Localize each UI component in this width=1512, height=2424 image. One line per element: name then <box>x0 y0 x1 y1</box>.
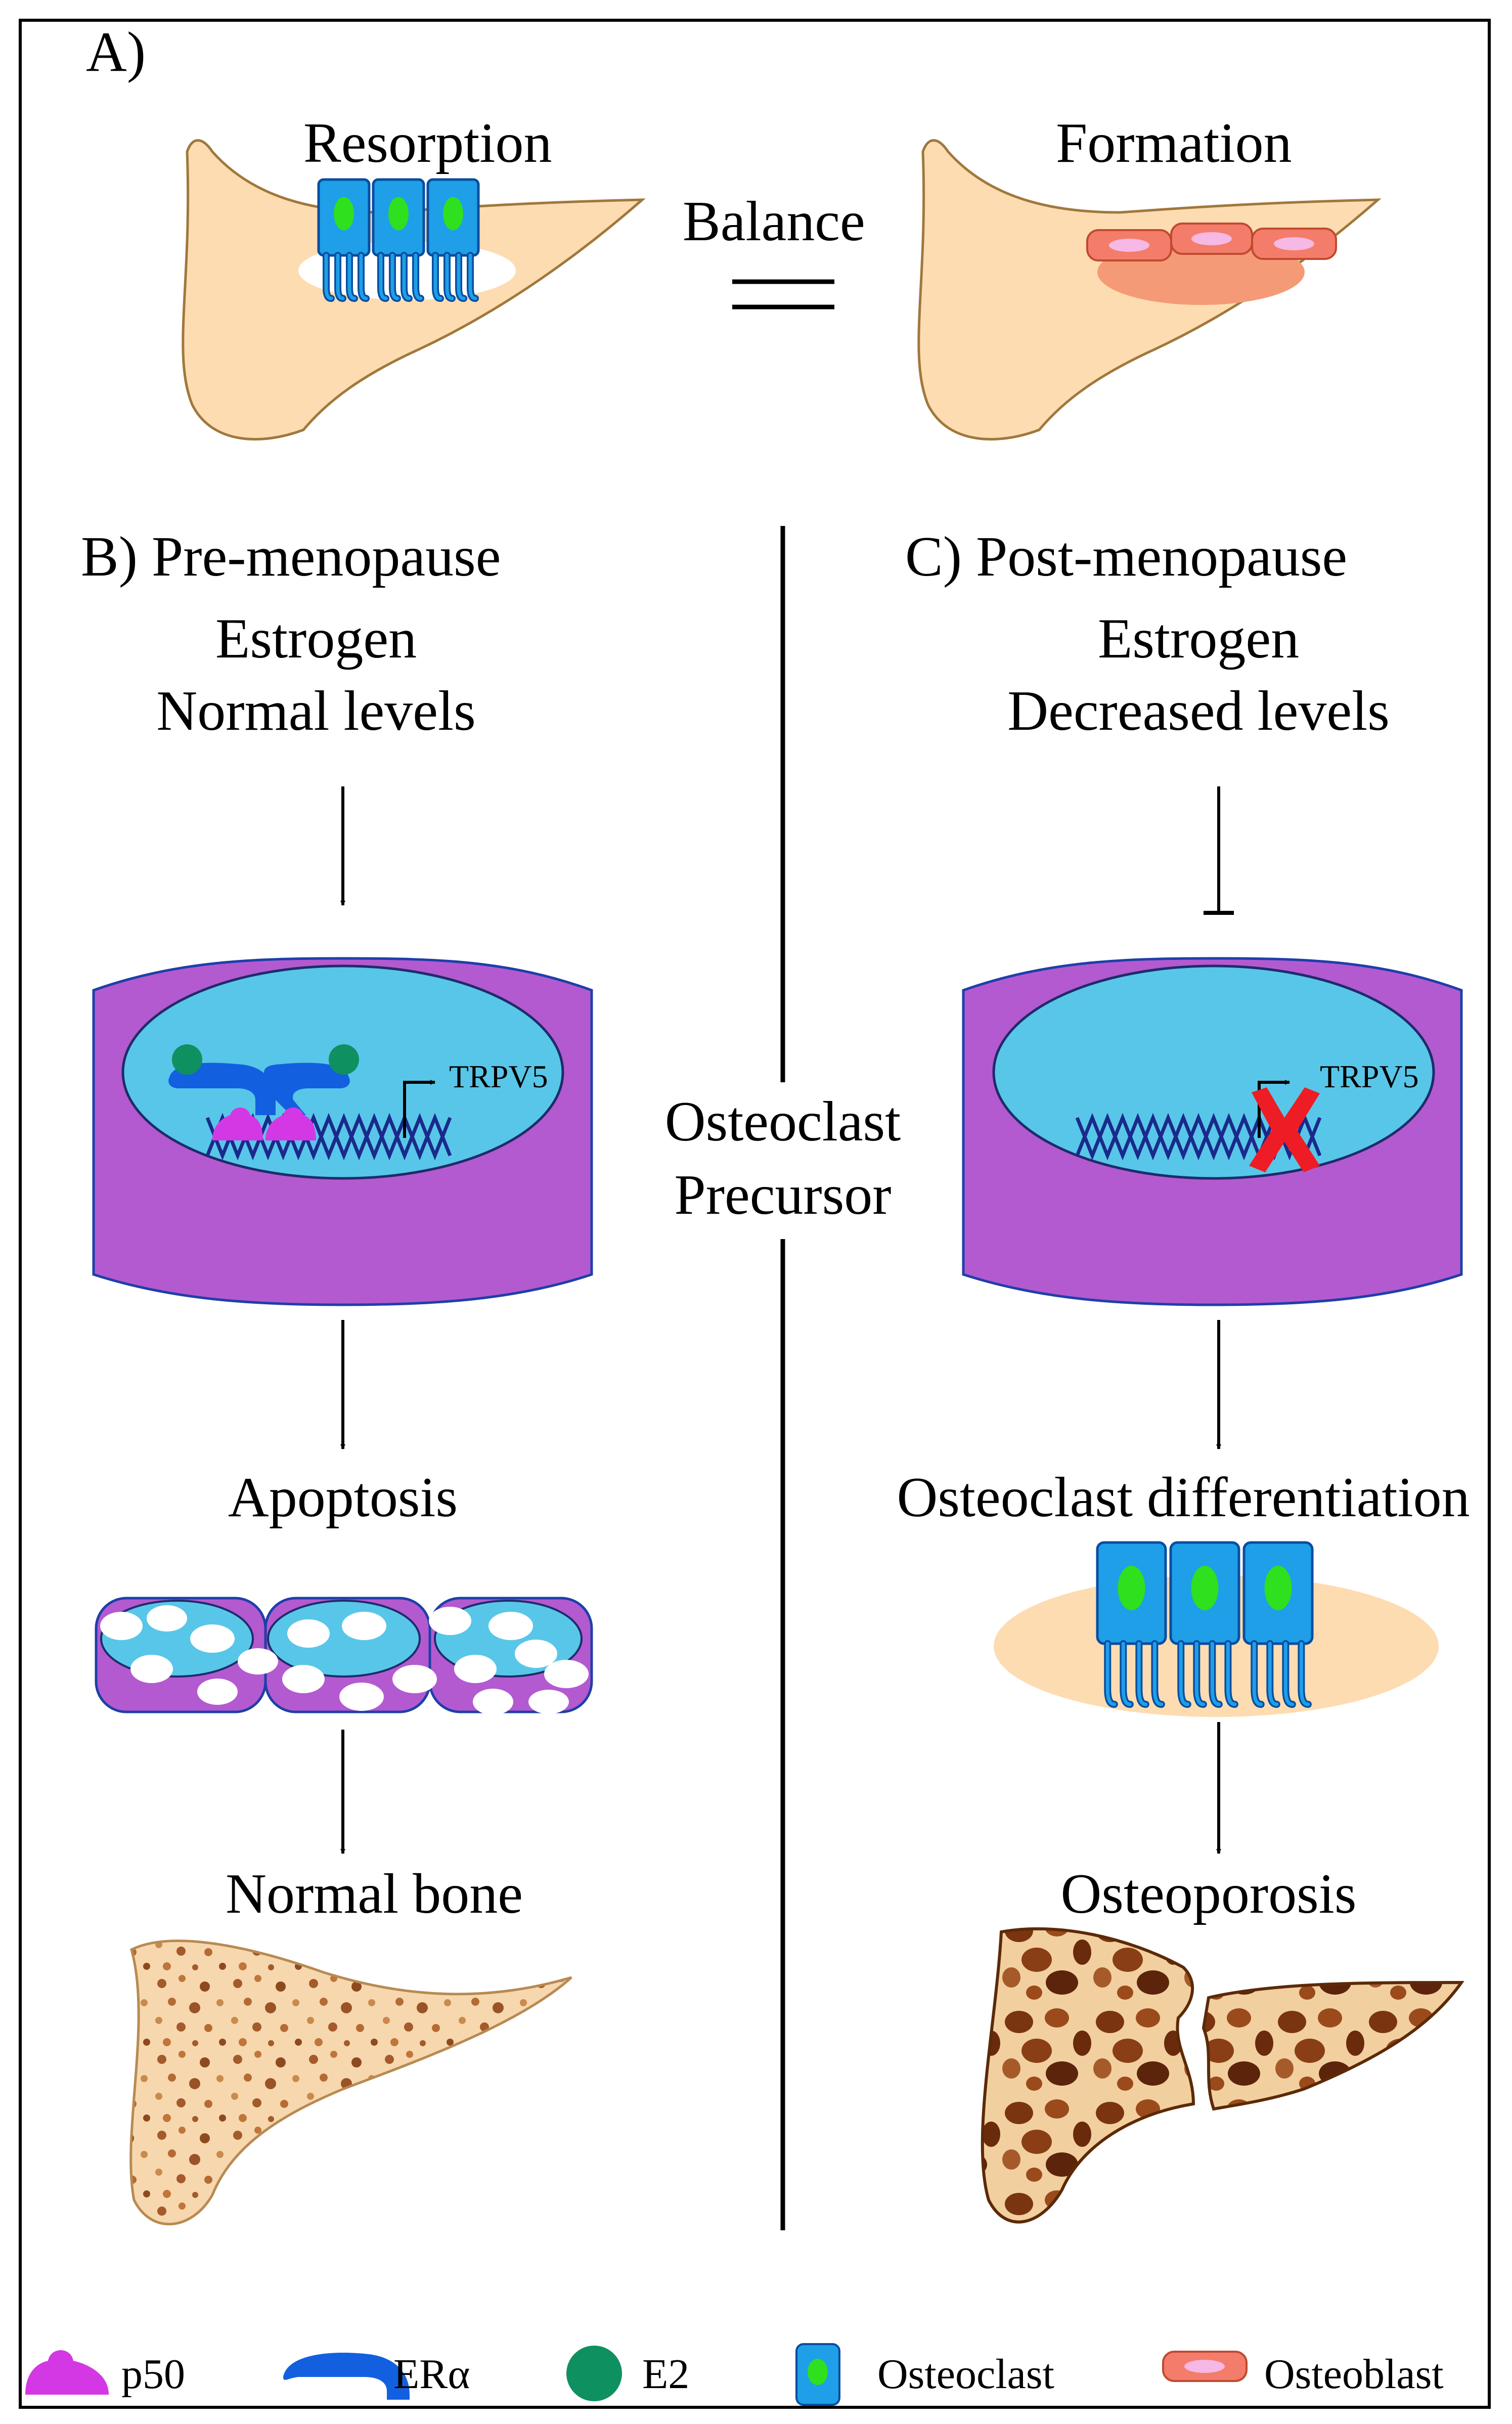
legend-era-icon <box>283 2353 410 2400</box>
era-right-icon <box>263 1063 350 1115</box>
panel-c-estrogen: Estrogen <box>1098 607 1299 670</box>
osteoclast-cell-4 <box>1096 1541 1167 1708</box>
legend-osteoclast-label: Osteoclast <box>877 2351 1054 2398</box>
e2-left-icon <box>172 1044 202 1075</box>
era-dimer <box>168 1044 359 1140</box>
balance-label: Balance <box>683 190 865 253</box>
normal-bone-label: Normal bone <box>226 1863 523 1925</box>
legend-e2-icon <box>566 2346 622 2401</box>
trpv5-right-label: TRPV5 <box>1320 1059 1419 1094</box>
osteoporotic-bone-right <box>1202 1980 1464 2111</box>
panel-b-estrogen: Estrogen <box>215 607 417 670</box>
panel-c-title: C) Post-menopause <box>905 525 1347 588</box>
precursor-cell-right <box>962 957 1463 1306</box>
panel-c-level: Decreased levels <box>1007 680 1390 742</box>
formation-label: Formation <box>1056 112 1292 174</box>
center-label-line1: Osteoclast <box>665 1090 901 1153</box>
osteoclast-cell-5 <box>1169 1541 1240 1708</box>
osteoclast-cell-2 <box>372 178 425 302</box>
apoptosis-label: Apoptosis <box>228 1466 458 1529</box>
panel-a-label: A) <box>86 21 146 83</box>
tss-arrow-right-icon <box>1258 1080 1290 1138</box>
normal-bone <box>129 1940 572 2226</box>
legend-osteoclast-icon <box>795 2343 840 2406</box>
center-label-line2: Precursor <box>674 1164 891 1226</box>
osteoclast-cell-1 <box>317 178 371 302</box>
panel-b-title: B) Pre-menopause <box>81 525 501 588</box>
osteoporotic-bone-left <box>981 1927 1195 2224</box>
figure-frame <box>19 19 1491 2409</box>
legend-era-label: ERα <box>393 2351 470 2398</box>
legend-osteoblast-icon <box>1162 2351 1248 2382</box>
differentiated-osteoclasts <box>1096 1541 1314 1708</box>
p50-left-icon <box>212 1108 263 1140</box>
trpv5-left-label: TRPV5 <box>449 1059 548 1094</box>
panel-b-level: Normal levels <box>156 680 475 742</box>
osteoblast-layer <box>1086 223 1337 261</box>
era-left-icon <box>168 1063 276 1115</box>
differentiation-label: Osteoclast differentiation <box>897 1466 1470 1529</box>
precursor-cell-left <box>92 957 593 1306</box>
osteoporosis-label: Osteoporosis <box>1061 1863 1357 1925</box>
blocked-cross-icon <box>1249 1087 1320 1172</box>
legend: p50 ERα E2 Osteoclast Osteoblast <box>25 2343 1444 2406</box>
osteoclast-cell-6 <box>1242 1541 1314 1708</box>
legend-p50-label: p50 <box>121 2351 185 2398</box>
apoptotic-bodies <box>95 1597 593 1715</box>
resorption-label: Resorption <box>303 112 552 174</box>
resorbing-osteoclasts <box>317 178 480 302</box>
tss-arrow-left-icon <box>403 1080 435 1138</box>
legend-osteoblast-label: Osteoblast <box>1264 2351 1444 2398</box>
legend-p50-icon <box>25 2350 109 2395</box>
e2-right-icon <box>329 1044 359 1075</box>
p50-right-icon <box>265 1108 316 1140</box>
legend-e2-label: E2 <box>642 2351 689 2398</box>
osteoclast-cell-3 <box>426 178 480 302</box>
